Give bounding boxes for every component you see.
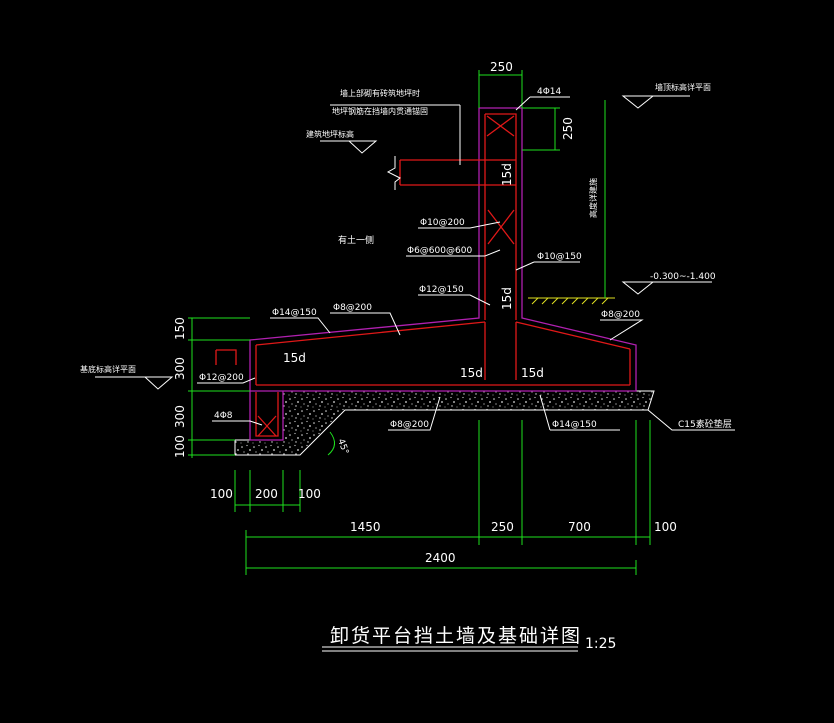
rebar-lines [215,113,631,437]
dim-seg-1450: 1450 [350,520,381,534]
note-ground-elevation: 建筑地坪标高 [306,129,354,139]
note-height-label: 高度详建施 [588,178,598,218]
label-key-corner: 4Φ8 [214,411,233,421]
dimension-texts: 250 250 150 300 300 100 100 200 100 1450… [173,60,677,565]
dim-wall-width: 250 [490,60,513,74]
ground-break-symbol [386,156,401,190]
note-fill-line2: 地坪钢筋在挡墙内贯通锚固 [332,106,428,116]
label-anchor-b: 15d [500,287,514,310]
rebar-label-texts: 4Φ14 Φ10@200 Φ6@600@600 Φ10@150 Φ12@150 … [199,87,640,430]
dim-left-300a: 300 [173,357,187,380]
dim-seg-700: 700 [568,520,591,534]
label-wall-base: Φ12@150 [419,285,464,295]
dim-left-150: 150 [173,317,187,340]
dimension-lines [188,70,651,575]
note-base-elevation: 基底标高详平面 [80,364,136,374]
label-toe-top: Φ8@200 [601,310,640,320]
dim-total: 2400 [425,551,456,565]
leader-lines [197,96,735,431]
dim-top-block: 250 [561,117,575,140]
label-anchor-d: 15d [460,366,483,380]
label-tie-bars: Φ6@600@600 [407,246,472,256]
title-block: 卸货平台挡土墙及基础详图 1:25 [330,625,616,652]
label-wall-right: Φ10@150 [537,252,582,262]
dim-seg-250: 250 [491,520,514,534]
note-cushion: C15素砼垫层 [678,418,732,430]
dim-left-300b: 300 [173,405,187,428]
note-natural-ground: -0.300~-1.400 [650,272,716,282]
drawing-title: 卸货平台挡土墙及基础详图 [330,625,582,647]
note-top-elevation: 墙顶标高详平面 [655,82,711,92]
dim-key-100a: 100 [210,487,233,501]
label-base-bottom: Φ8@200 [390,420,429,430]
label-heel-dist: Φ8@200 [333,303,372,313]
ground-hatch [528,297,615,305]
dim-seg-100: 100 [654,520,677,534]
label-wall-vertical: Φ10@200 [420,218,465,228]
elevation-markers [95,95,712,390]
label-base-main: Φ14@150 [552,420,597,430]
label-anchor-c: 15d [283,351,306,365]
label-anchor-a: 15d [500,163,514,186]
label-anchor-e: 15d [521,366,544,380]
label-heel-top: Φ14@150 [272,308,317,318]
note-angle: 45° [335,438,350,456]
dim-key-200: 200 [255,487,278,501]
drawing-scale: 1:25 [585,636,616,652]
note-fill-line1: 墙上部砌有砖筑地坪时 [340,88,420,98]
note-fill-side: 有土一侧 [338,234,374,246]
label-top-bars: 4Φ14 [537,87,562,97]
title-underline [322,646,578,652]
label-key-bars: Φ12@200 [199,373,244,383]
note-texts: 墙上部砌有砖筑地坪时 地坪钢筋在挡墙内贯通锚固 建筑地坪标高 墙顶标高详平面 基… [80,82,732,456]
dim-key-100b: 100 [298,487,321,501]
dim-left-100: 100 [173,435,187,458]
wall-outline [249,107,637,441]
